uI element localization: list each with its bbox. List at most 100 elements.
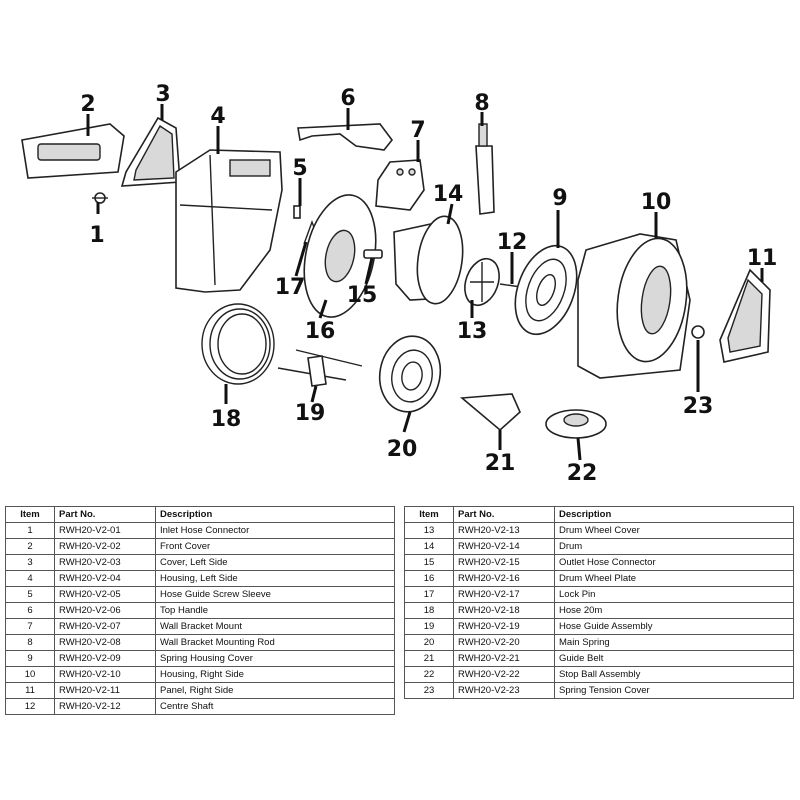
callout-6: 6 bbox=[340, 86, 355, 111]
cell-description: Wall Bracket Mounting Rod bbox=[155, 634, 395, 651]
cell-item: 12 bbox=[5, 698, 55, 715]
cell-part-no: RWH20-V2-16 bbox=[453, 570, 555, 587]
cell-item: 11 bbox=[5, 682, 55, 699]
part-spring-tension-cover bbox=[691, 325, 705, 339]
cell-part-no: RWH20-V2-21 bbox=[453, 650, 555, 667]
cell-description: Stop Ball Assembly bbox=[554, 666, 794, 683]
callout-13: 13 bbox=[457, 319, 488, 344]
cell-item: 4 bbox=[5, 570, 55, 587]
callout-16: 16 bbox=[305, 319, 336, 344]
callout-10: 10 bbox=[641, 190, 672, 215]
exploded-parts-diagram: 2 1 3 4 5 6 7 8 9 10 11 12 13 14 15 16 1… bbox=[21, 82, 777, 486]
callout-21: 21 bbox=[485, 451, 516, 476]
cell-item: 22 bbox=[404, 666, 454, 683]
cell-part-no: RWH20-V2-14 bbox=[453, 538, 555, 555]
callout-4: 4 bbox=[210, 104, 225, 129]
cell-part-no: RWH20-V2-13 bbox=[453, 522, 555, 539]
cell-part-no: RWH20-V2-08 bbox=[54, 634, 156, 651]
part-guide-belt bbox=[459, 393, 521, 432]
cell-description: Guide Belt bbox=[554, 650, 794, 667]
cell-description: Hose 20m bbox=[554, 602, 794, 619]
callout-12: 12 bbox=[497, 230, 528, 255]
callout-17: 17 bbox=[275, 275, 306, 300]
cell-part-no: RWH20-V2-18 bbox=[453, 602, 555, 619]
cell-part-no: RWH20-V2-03 bbox=[54, 554, 156, 571]
callout-23: 23 bbox=[683, 394, 714, 419]
cell-description: Housing, Left Side bbox=[155, 570, 395, 587]
callout-3: 3 bbox=[155, 82, 170, 107]
cell-part-no: RWH20-V2-09 bbox=[54, 650, 156, 667]
cell-item: 16 bbox=[404, 570, 454, 587]
cell-item: 5 bbox=[5, 586, 55, 603]
part-wall-bracket-mount bbox=[375, 159, 425, 211]
cell-item: 15 bbox=[404, 554, 454, 571]
cell-description: Drum bbox=[554, 538, 794, 555]
cell-item: 8 bbox=[5, 634, 55, 651]
callout-2: 2 bbox=[80, 92, 95, 117]
header-description: Description bbox=[554, 506, 794, 523]
part-spring-housing-cover bbox=[514, 244, 578, 336]
cell-description: Top Handle bbox=[155, 602, 395, 619]
cell-item: 17 bbox=[404, 586, 454, 603]
cell-part-no: RWH20-V2-10 bbox=[54, 666, 156, 683]
cell-description: Lock Pin bbox=[554, 586, 794, 603]
cell-item: 9 bbox=[5, 650, 55, 667]
callout-20: 20 bbox=[387, 437, 418, 462]
cell-item: 10 bbox=[5, 666, 55, 683]
part-housing-left-side bbox=[175, 149, 283, 293]
cell-item: 3 bbox=[5, 554, 55, 571]
cell-description: Inlet Hose Connector bbox=[155, 522, 395, 539]
part-drum-wheel-plate bbox=[303, 194, 377, 318]
cell-item: 2 bbox=[5, 538, 55, 555]
cell-description: Panel, Right Side bbox=[155, 682, 395, 699]
cell-part-no: RWH20-V2-07 bbox=[54, 618, 156, 635]
cell-part-no: RWH20-V2-15 bbox=[453, 554, 555, 571]
part-cover-left-side bbox=[120, 116, 181, 187]
cell-description: Front Cover bbox=[155, 538, 395, 555]
cell-item: 23 bbox=[404, 682, 454, 699]
cell-part-no: RWH20-V2-11 bbox=[54, 682, 156, 699]
header-part-no: Part No. bbox=[54, 506, 156, 523]
leader-lines bbox=[86, 104, 764, 461]
callout-19: 19 bbox=[295, 401, 326, 426]
cell-description: Hose Guide Assembly bbox=[554, 618, 794, 635]
cell-part-no: RWH20-V2-22 bbox=[453, 666, 555, 683]
cell-part-no: RWH20-V2-20 bbox=[453, 634, 555, 651]
cell-description: Outlet Hose Connector bbox=[554, 554, 794, 571]
cell-part-no: RWH20-V2-04 bbox=[54, 570, 156, 587]
cell-description: Wall Bracket Mount bbox=[155, 618, 395, 635]
callout-5: 5 bbox=[292, 156, 307, 181]
cell-part-no: RWH20-V2-02 bbox=[54, 538, 156, 555]
cell-description: Cover, Left Side bbox=[155, 554, 395, 571]
cell-item: 1 bbox=[5, 522, 55, 539]
callout-1: 1 bbox=[89, 223, 104, 248]
cell-description: Centre Shaft bbox=[155, 698, 395, 715]
part-inlet-hose-connector bbox=[92, 192, 108, 204]
cell-part-no: RWH20-V2-19 bbox=[453, 618, 555, 635]
cell-description: Drum Wheel Cover bbox=[554, 522, 794, 539]
cell-item: 14 bbox=[404, 538, 454, 555]
cell-item: 7 bbox=[5, 618, 55, 635]
cell-description: Hose Guide Screw Sleeve bbox=[155, 586, 395, 603]
part-hose bbox=[201, 303, 275, 385]
cell-part-no: RWH20-V2-06 bbox=[54, 602, 156, 619]
cell-item: 13 bbox=[404, 522, 454, 539]
header-item: Item bbox=[404, 506, 454, 523]
cell-part-no: RWH20-V2-05 bbox=[54, 586, 156, 603]
